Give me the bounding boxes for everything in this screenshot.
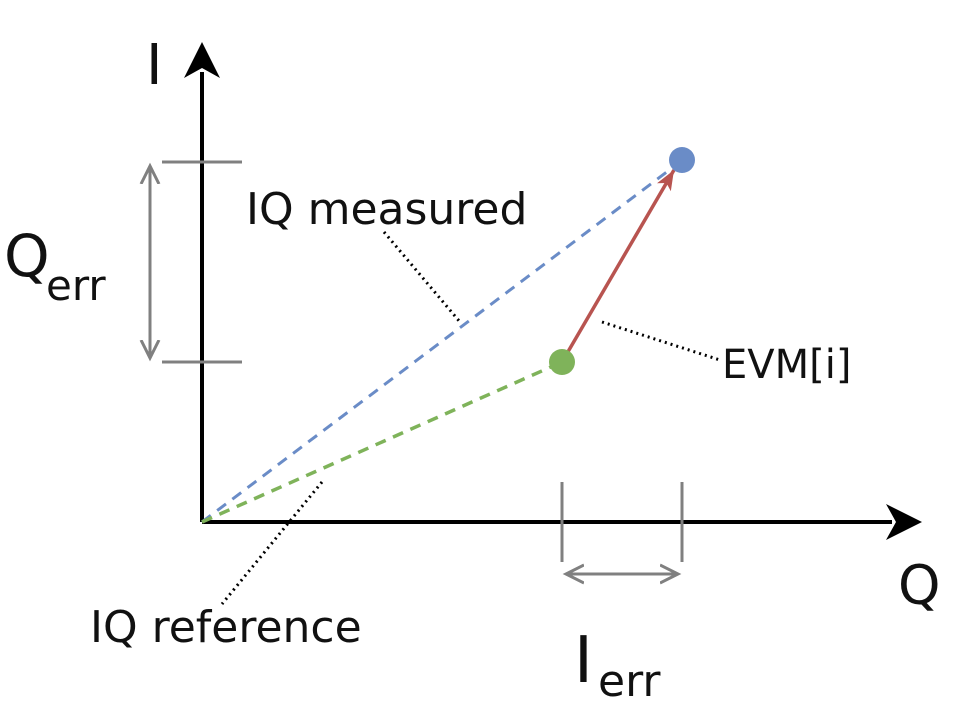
i-err-subscript: err [598,656,661,707]
evm-label: EVM[i] [722,342,851,388]
iq-reference-label: IQ reference [90,602,362,653]
q-err-subscript: err [46,261,106,310]
horizontal-axis-arrowhead [886,504,922,540]
iq-measured-label: IQ measured [246,184,527,235]
vertical-axis-label: I [146,33,163,98]
reference-vector-dashed [201,360,563,524]
reference-point [549,349,575,375]
horizontal-axis-label: Q [898,554,941,617]
i-err-main: I [574,624,593,698]
measured-point [669,147,695,173]
evm-leader [601,320,721,362]
iq-reference-leader [220,481,324,605]
vertical-axis-arrowhead [184,42,220,78]
evm-error-vector [560,169,676,363]
i-err-label: I err [574,624,661,707]
q-err-label: Q err [4,222,106,310]
measured-vector-dashed [201,160,681,524]
q-err-main: Q [4,222,50,290]
iq-measured-leader [382,231,462,323]
